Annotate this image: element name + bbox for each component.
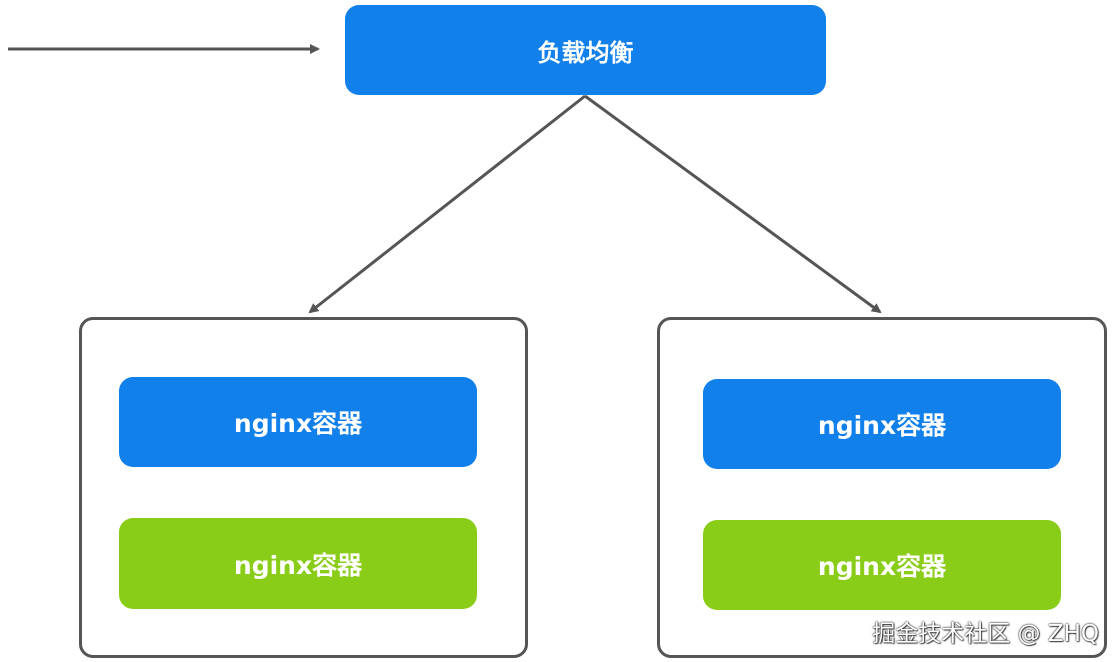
nginx-container-node-2a: nginx容器 bbox=[703, 379, 1061, 469]
nginx-container-label: nginx容器 bbox=[817, 552, 947, 581]
nginx-container-label: nginx容器 bbox=[233, 409, 363, 438]
watermark: 掘金技术社区 @ ZHQ bbox=[872, 621, 1099, 647]
nginx-container-label: nginx容器 bbox=[233, 550, 363, 580]
nginx-container-node-1a: nginx容器 bbox=[119, 377, 477, 467]
load-balancer-label: 负载均衡 bbox=[537, 38, 634, 67]
nginx-container-node-2b: nginx容器 bbox=[703, 520, 1061, 610]
load-balancer-node: 负载均衡 bbox=[345, 5, 826, 95]
nginx-container-label: nginx容器 bbox=[817, 411, 947, 440]
arrow-to-host-1 bbox=[308, 94, 586, 314]
nginx-container-node-1b: nginx容器 bbox=[119, 518, 477, 609]
arrow-to-host-2 bbox=[584, 94, 882, 314]
